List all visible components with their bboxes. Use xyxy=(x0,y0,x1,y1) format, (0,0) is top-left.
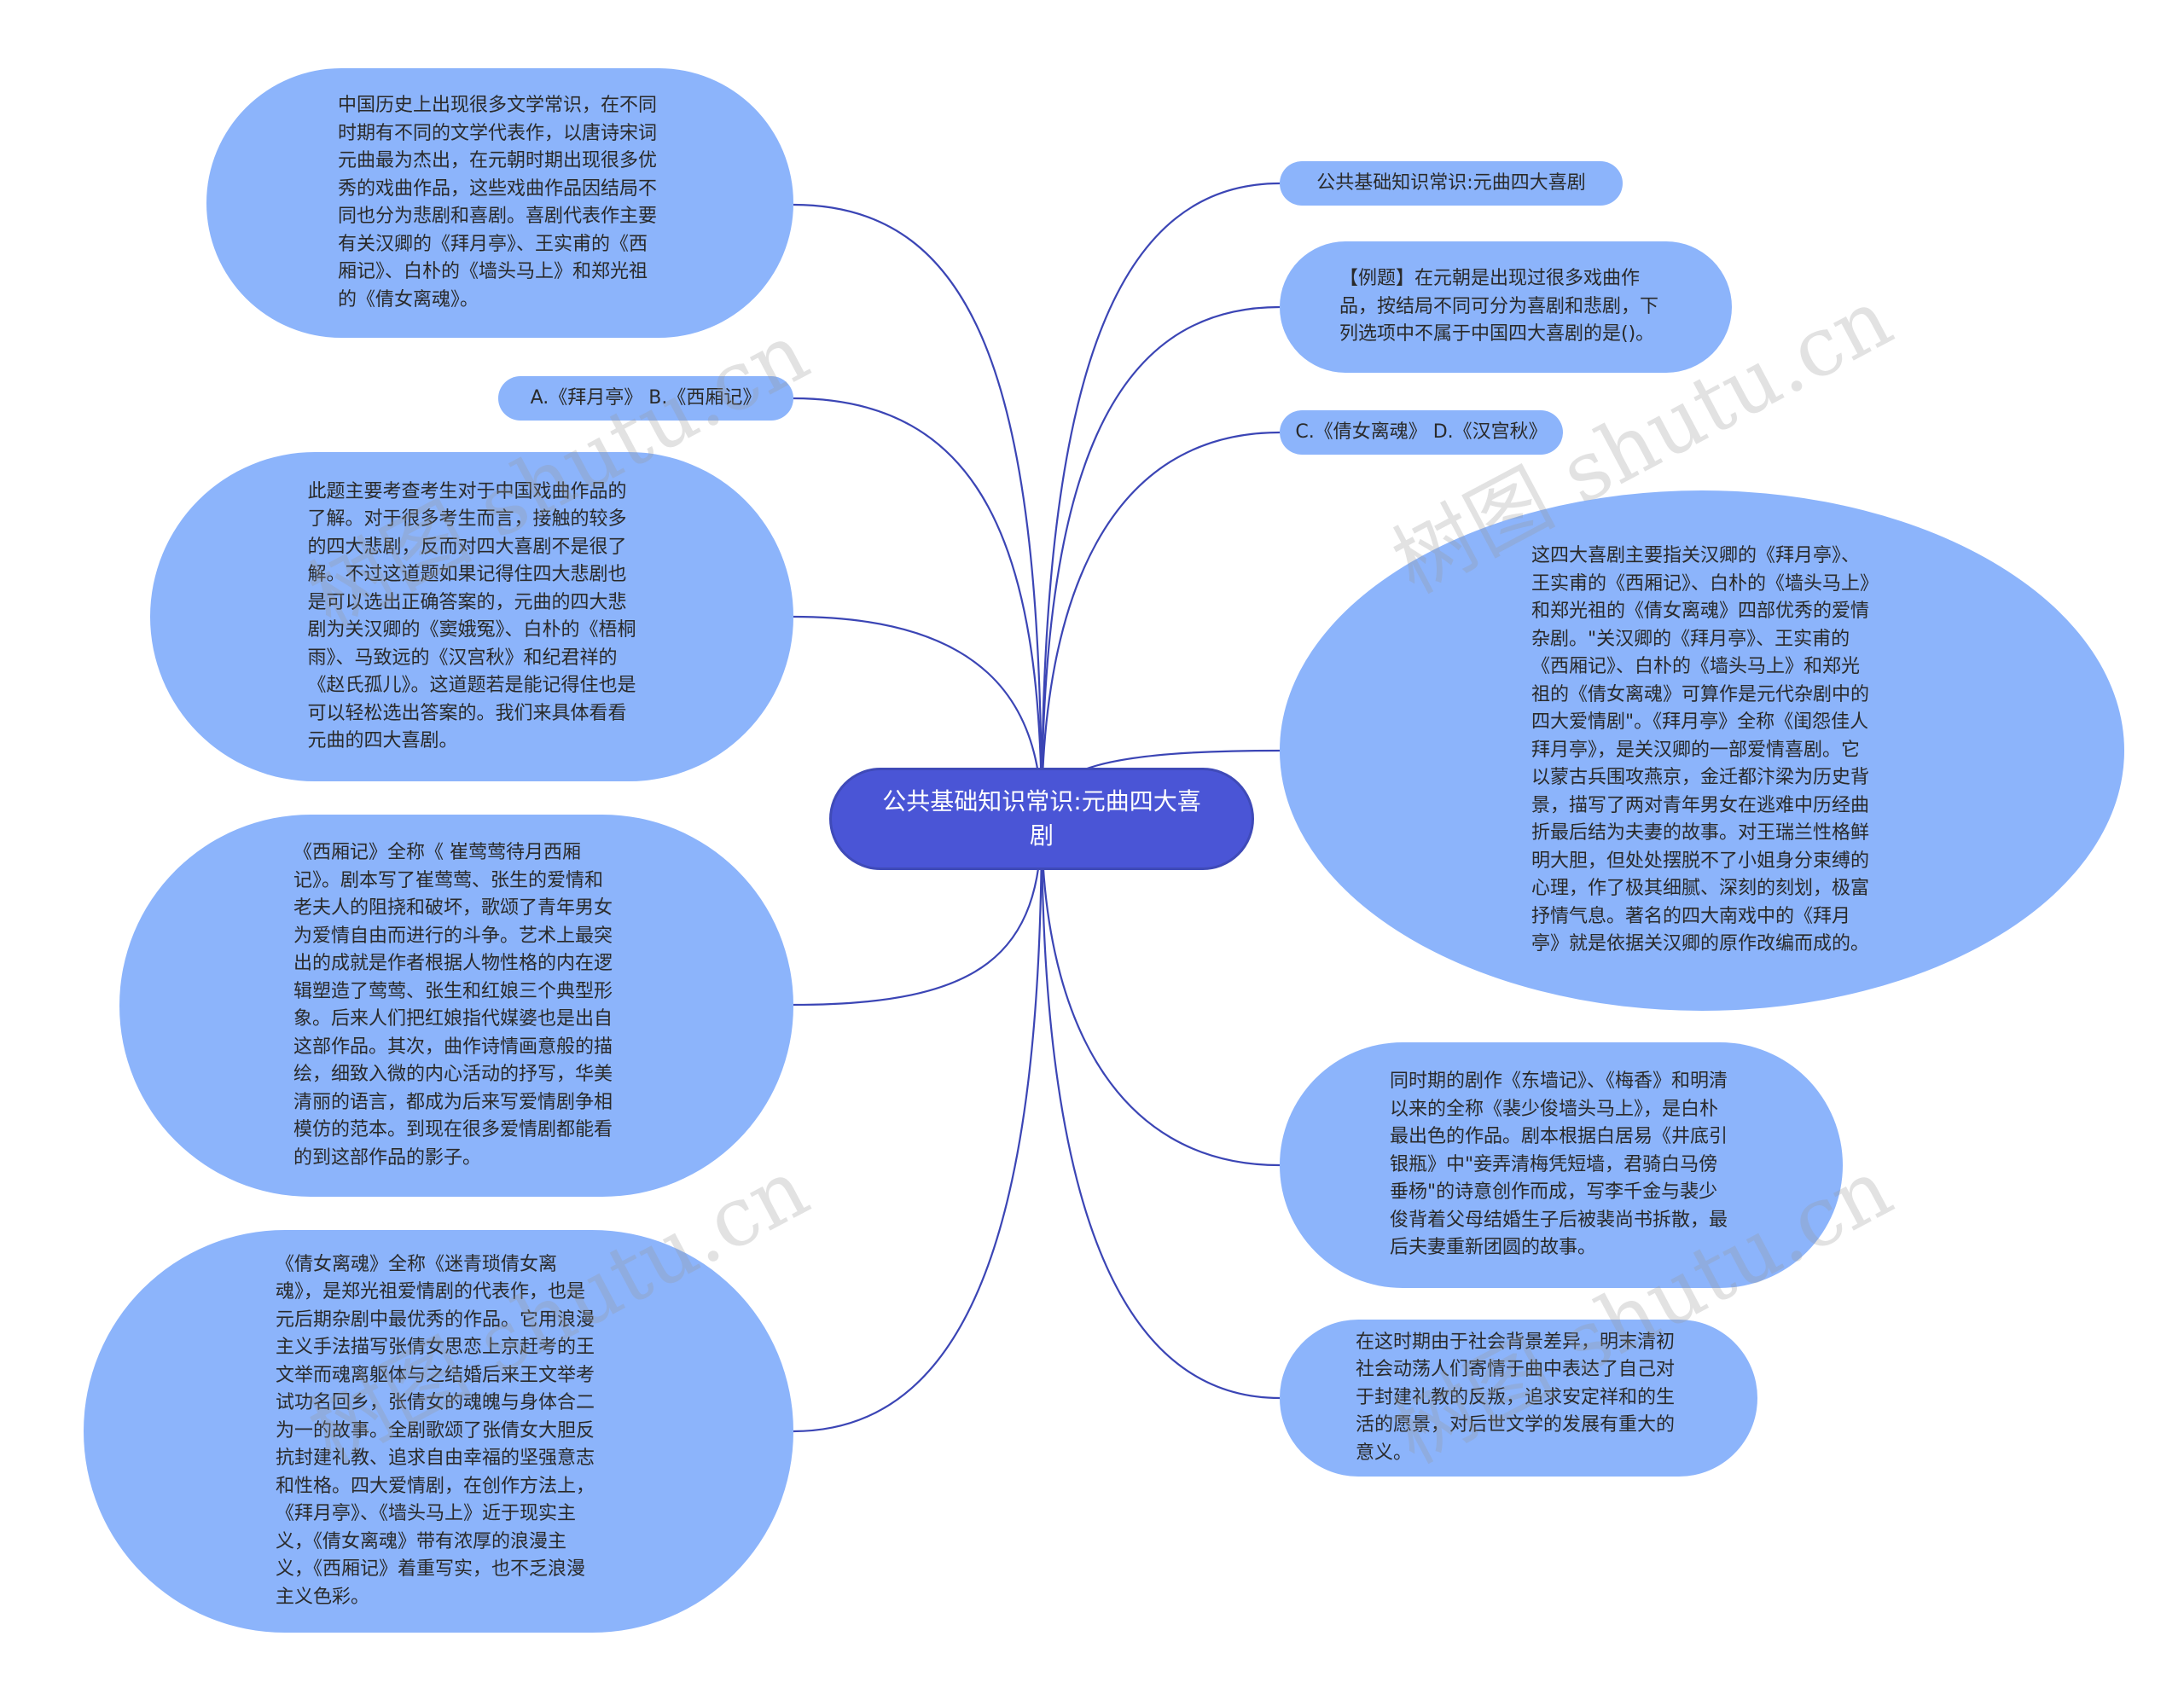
right-node-qiangtou[interactable]: 同时期的剧作《东墙记》、《梅香》和明清以来的全称《裴少俊墙头马上》，是白朴最出色… xyxy=(1280,1042,1843,1288)
left-node-intro-text: 中国历史上出现很多文学常识，在不同时期有不同的文学代表作，以唐诗宋词元曲最为杰出… xyxy=(338,95,658,310)
edge-right-6 xyxy=(1040,818,1281,1400)
left-node-xixiangji[interactable]: 《西厢记》全称《 崔莺莺待月西厢记》。剧本写了崔莺莺、张生的爱情和老夫人的阻挠和… xyxy=(119,815,793,1197)
left-node-intro[interactable]: 中国历史上出现很多文学常识，在不同时期有不同的文学代表作，以唐诗宋词元曲最为杰出… xyxy=(206,68,793,338)
right-node-background-text: 在这时期由于社会背景差异，明末清初社会动荡人们寄情于曲中表达了自己对于封建礼教的… xyxy=(1356,1331,1676,1464)
edge-left-1 xyxy=(793,203,1043,820)
central-topic[interactable]: 公共基础知识常识:元曲四大喜剧 xyxy=(829,768,1254,870)
left-node-analysis-text: 此题主要考查考生对于中国戏曲作品的了解。对于很多考生而言，接触的较多的四大悲剧，… xyxy=(307,480,636,752)
right-node-qiangtou-text: 同时期的剧作《东墙记》、《梅香》和明清以来的全称《裴少俊墙头马上》，是白朴最出色… xyxy=(1390,1070,1728,1259)
right-node-title[interactable]: 公共基础知识常识:元曲四大喜剧 xyxy=(1280,161,1623,206)
right-node-options-cd[interactable]: C.《倩女离魂》 D.《汉宫秋》 xyxy=(1280,410,1563,455)
right-node-example-text: 【例题】在元朝是出现过很多戏曲作品，按结局不同可分为喜剧和悲剧，下列选项中不属于… xyxy=(1339,268,1659,345)
edge-left-2 xyxy=(793,397,1043,820)
left-node-options-ab-text: A.《拜月亭》 B.《西厢记》 xyxy=(530,387,762,409)
left-node-qiannv-text: 《倩女离魂》全称《迷青琐倩女离魂》，是郑光祖爱情剧的代表作，也是元后期杂剧中最优… xyxy=(276,1253,595,1608)
left-node-xixiangji-text: 《西厢记》全称《 崔莺莺待月西厢记》。剧本写了崔莺莺、张生的爱情和老夫人的阻挠和… xyxy=(293,842,613,1169)
right-node-options-cd-text: C.《倩女离魂》 D.《汉宫秋》 xyxy=(1295,421,1548,443)
right-node-four-comedies-text: 这四大喜剧主要指关汉卿的《拜月亭》、王实甫的《西厢记》、白朴的《墙头马上》和郑光… xyxy=(1531,545,1870,955)
edge-left-5 xyxy=(793,818,1043,1433)
right-node-four-comedies[interactable]: 这四大喜剧主要指关汉卿的《拜月亭》、王实甫的《西厢记》、白朴的《墙头马上》和郑光… xyxy=(1280,490,2124,1011)
central-topic-label: 公共基础知识常识:元曲四大喜剧 xyxy=(882,787,1201,850)
edge-right-2 xyxy=(1040,305,1281,820)
left-node-options-ab[interactable]: A.《拜月亭》 B.《西厢记》 xyxy=(498,376,793,421)
edge-right-1 xyxy=(1040,182,1281,820)
right-node-example[interactable]: 【例题】在元朝是出现过很多戏曲作品，按结局不同可分为喜剧和悲剧，下列选项中不属于… xyxy=(1280,241,1732,373)
left-node-qiannv[interactable]: 《倩女离魂》全称《迷青琐倩女离魂》，是郑光祖爱情剧的代表作，也是元后期杂剧中最优… xyxy=(84,1230,793,1633)
edge-right-3 xyxy=(1040,431,1281,820)
edge-right-5 xyxy=(1040,818,1281,1167)
left-node-analysis[interactable]: 此题主要考查考生对于中国戏曲作品的了解。对于很多考生而言，接触的较多的四大悲剧，… xyxy=(150,452,793,781)
right-node-title-text: 公共基础知识常识:元曲四大喜剧 xyxy=(1316,172,1586,194)
right-node-background[interactable]: 在这时期由于社会背景差异，明末清初社会动荡人们寄情于曲中表达了自己对于封建礼教的… xyxy=(1280,1320,1757,1477)
